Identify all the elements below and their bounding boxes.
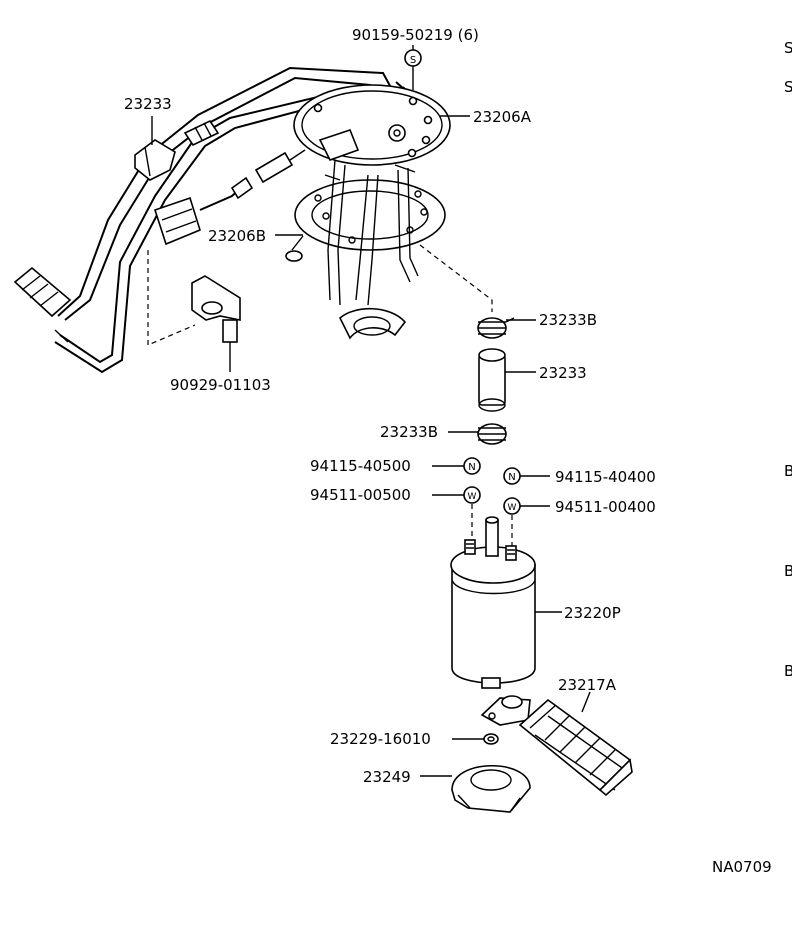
callout-pump: 23220P	[564, 604, 621, 622]
edge-letter-5: B	[784, 662, 792, 680]
diagram-code: NA0709	[712, 858, 772, 876]
wire-bracket-icon	[191, 275, 241, 368]
callout-gasket: 23206B	[208, 227, 266, 245]
washer-right-symbol-letter: W	[508, 503, 517, 513]
callout-nut-left: 94115-40500	[310, 457, 411, 475]
tube-sleeve	[134, 139, 176, 181]
hose-clamp-icon	[477, 317, 515, 339]
edge-letter-1: S	[784, 39, 792, 57]
washer-left-symbol-letter: W	[468, 492, 477, 502]
harness-connector	[153, 176, 254, 246]
nut-left-symbol-letter: N	[468, 462, 475, 473]
hose-clamp-lower-icon	[477, 423, 507, 445]
sender-dash-line	[419, 244, 493, 312]
stud-dash-lines	[471, 504, 513, 548]
screw-symbol-letter: S	[410, 55, 416, 66]
callout-washer-left: 94511-00500	[310, 486, 411, 504]
nut-right-symbol-letter: N	[508, 472, 515, 483]
callout-upper-clamp: 23233B	[539, 311, 597, 329]
fuel-sender-plate-icon	[289, 84, 451, 166]
callout-tube: 23233	[124, 95, 172, 113]
callout-bracket: 90929-01103	[170, 376, 271, 394]
edge-letter-4: B	[784, 562, 792, 580]
connector-dash-line	[147, 250, 196, 346]
screw-top-icon	[404, 49, 422, 90]
fuel-pump-icon	[450, 516, 536, 689]
callout-hose: 23233	[539, 364, 587, 382]
sender-internal-tubes	[324, 159, 419, 340]
edge-letter-3: B	[784, 462, 792, 480]
callout-filter-ring: 23229-16010	[330, 730, 431, 748]
leader-lines	[151, 45, 591, 777]
callout-connector: 23217A	[558, 676, 617, 694]
pump-cushion-icon	[451, 764, 531, 813]
callout-washer-right: 94511-00400	[555, 498, 656, 516]
sender-gasket-icon	[285, 179, 446, 262]
filter-ring-icon	[483, 733, 499, 745]
callout-lower-clamp: 23233B	[380, 423, 438, 441]
callout-nut-right: 94115-40400	[555, 468, 656, 486]
callout-screw: 90159-50219 (6)	[352, 26, 479, 44]
callout-sender-plate: 23206A	[473, 108, 532, 126]
fuel-hose-icon	[478, 348, 506, 412]
edge-letter-2: S	[784, 78, 792, 96]
callout-cushion: 23249	[363, 768, 411, 786]
tube-end-connector	[13, 266, 72, 343]
wiring-connector-icon	[480, 695, 633, 797]
